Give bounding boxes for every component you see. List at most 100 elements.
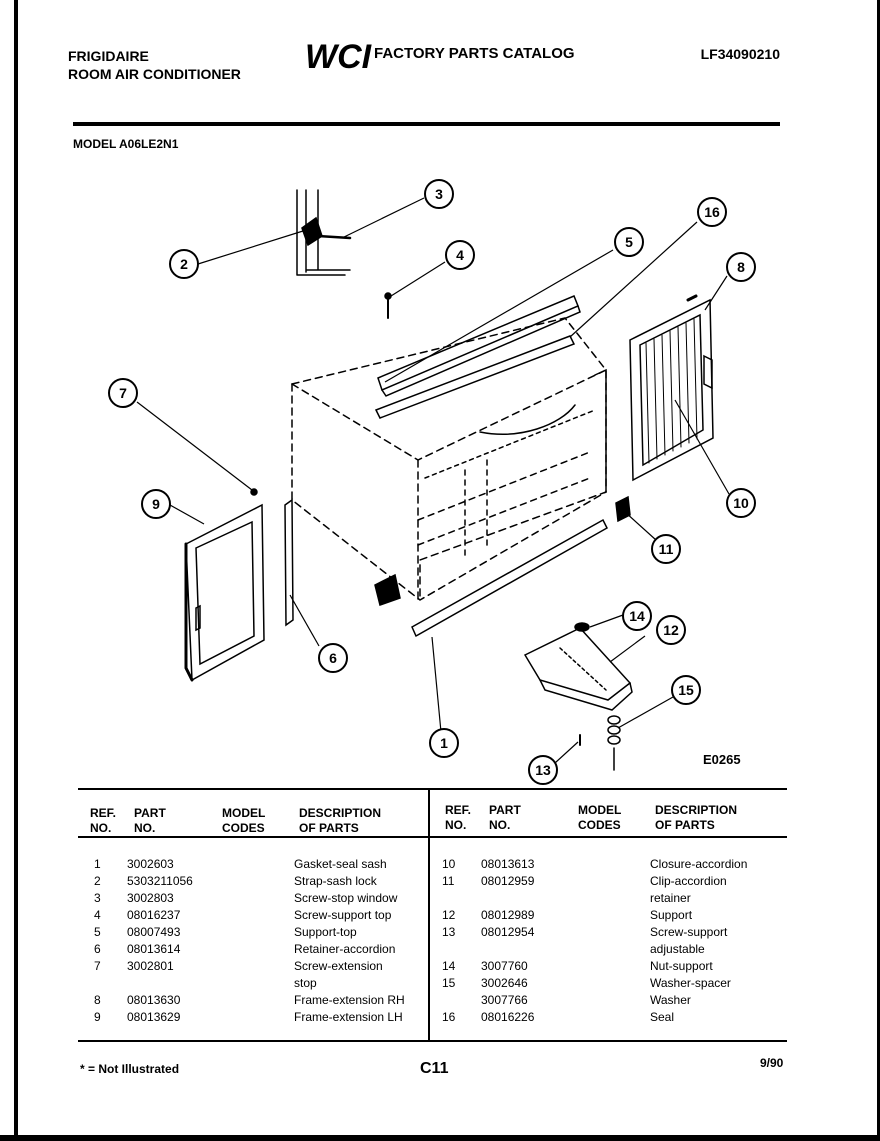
callout-circle-4 [445,240,475,270]
part-no: 08012989 [481,908,535,922]
callout-2: 2 [180,256,188,272]
not-illustrated-note: * = Not Illustrated [80,1062,180,1076]
part-no: 08016226 [481,1010,535,1024]
ref-no: 16 [442,1010,456,1024]
scan-border-left [14,0,18,1141]
callout-5: 5 [625,234,633,250]
callout-circle-14 [622,601,652,631]
part-no: 08007493 [127,925,181,939]
ref-no: 8 [94,993,101,1007]
ref-no: 4 [94,908,101,922]
part-description: Screw-stop window [294,891,398,905]
ref-no: 12 [442,908,456,922]
brand-name: FRIGIDAIRE [68,48,149,64]
callout-circle-15 [671,675,701,705]
part-description: Closure-accordion [650,857,748,871]
part-description: Screw-extension [294,959,383,973]
part-description: Frame-extension RH [294,993,405,1007]
catalog-title: FACTORY PARTS CATALOG [374,45,575,62]
header-part-no-right: PART NO. [489,803,521,832]
callout-9: 9 [152,496,160,512]
part-description: Screw-support top [294,908,392,922]
wci-logo: WCI [303,38,375,76]
part-no: 3002603 [127,857,174,871]
part-no: 08013614 [127,942,181,956]
part-description: Washer-spacer [650,976,731,990]
callout-circle-10 [726,488,756,518]
part-description: Strap-sash lock [294,874,377,888]
part-no: 08016237 [127,908,181,922]
callout-circle-13 [528,755,558,785]
ref-no: 1 [94,857,101,871]
table-bottom-rule [78,1040,787,1042]
header-model-codes-left: MODEL CODES [222,806,266,835]
table-row: adjustable [442,941,782,958]
part-no: 08013630 [127,993,181,1007]
table-row: 4 08016237 Screw-support top [94,907,424,924]
table-row: 10 08013613 Closure-accordion [442,856,782,873]
callout-11: 11 [659,541,674,557]
table-row: 9 08013629 Frame-extension LH [94,1009,424,1026]
callout-circle-6 [318,643,348,673]
page-code: C11 [420,1060,449,1077]
header-description-right: DESCRIPTION OF PARTS [655,803,738,832]
part-no: 08013629 [127,1010,181,1024]
callout-13: 13 [535,762,551,778]
catalog-number: LF34090210 [700,46,780,62]
callout-circle-3 [424,179,454,209]
callout-circle-1 [429,728,459,758]
callout-circle-16 [697,197,727,227]
part-description: Nut-support [650,959,713,973]
part-no: 3007766 [481,993,528,1007]
part-description: Seal [650,1010,675,1024]
callout-12: 12 [663,622,679,638]
table-row: stop [94,975,424,992]
product-name: ROOM AIR CONDITIONER [68,66,241,82]
part-description: Support [650,908,693,922]
part-no: 3002646 [481,976,528,990]
part-description: retainer [650,891,691,905]
callout-8: 8 [737,259,745,275]
callout-circle-9 [141,489,171,519]
part-no: 08012959 [481,874,535,888]
part-no: 5303211056 [127,874,193,888]
ref-no: 15 [442,976,456,990]
scan-border-bottom [0,1135,880,1141]
ref-no: 6 [94,942,101,956]
table-row: 6 08013614 Retainer-accordion [94,941,424,958]
wci-logo-text: WCI [305,38,373,72]
ref-no: 10 [442,857,456,871]
ref-no: 9 [94,1010,101,1024]
header-rule [73,122,780,126]
callout-7: 7 [119,385,127,401]
callout-4: 4 [456,247,464,263]
callout-16: 16 [704,204,720,220]
ref-no: 5 [94,925,101,939]
header-ref-no-right: REF. NO. [445,803,472,832]
header-part-no-left: PART NO. [134,806,166,835]
part-no: 3007760 [481,959,528,973]
callout-circle-5 [614,227,644,257]
part-description: Gasket-seal sash [294,857,387,871]
callout-circle-12 [656,615,686,645]
header-ref-no-left: REF. NO. [90,806,117,835]
part-no: 08012954 [481,925,535,939]
ref-no: 13 [442,925,456,939]
part-description: Retainer-accordion [294,942,396,956]
part-description: adjustable [650,942,705,956]
table-row: 15 3002646 Washer-spacer [442,975,782,992]
part-no: 08013613 [481,857,535,871]
part-description: stop [294,976,317,990]
callout-circle-7 [108,378,138,408]
model-number: MODEL A06LE2N1 [73,137,179,151]
part-description: Clip-accordion [650,874,727,888]
part-description: Frame-extension LH [294,1010,403,1024]
part-no: 3002801 [127,959,174,973]
